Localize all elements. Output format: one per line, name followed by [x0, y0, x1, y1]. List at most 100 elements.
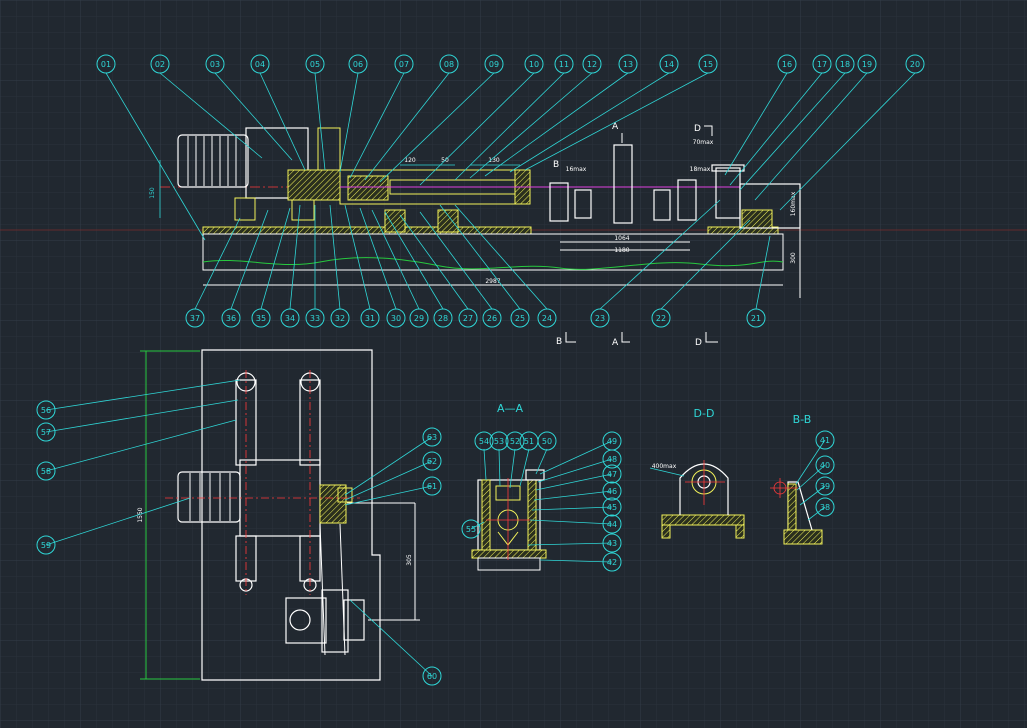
plan-lower-pulley: [285, 589, 365, 653]
balloon-label: 34: [285, 314, 295, 323]
fixture-1: [549, 182, 569, 222]
leader-line: [754, 72, 868, 201]
balloon-16: 16: [777, 54, 797, 74]
balloon-40: 40: [815, 455, 835, 475]
balloon-43: 43: [602, 533, 622, 553]
leader-line: [105, 72, 206, 241]
balloon-62: 62: [422, 451, 442, 471]
leader-line: [509, 72, 670, 173]
dim-1180: 1180: [614, 247, 629, 254]
balloon-29: 29: [409, 308, 429, 328]
balloon-03: 03: [205, 54, 225, 74]
balloon-34: 34: [280, 308, 300, 328]
balloon-label: 03: [210, 60, 220, 69]
balloon-38: 38: [815, 497, 835, 517]
view-title-d-d: D-D: [694, 407, 715, 420]
balloon-label: 02: [155, 60, 165, 69]
plan-pulley: [319, 484, 347, 524]
bottom-leaders: [194, 199, 771, 310]
plan-column-left: [235, 379, 257, 466]
balloon-label: 32: [335, 314, 345, 323]
leader-line: [539, 559, 613, 563]
section-mark-a-bottom: A: [612, 338, 619, 348]
balloon-label: 56: [41, 406, 51, 415]
balloon-53: 53: [489, 431, 509, 451]
leader-line: [483, 448, 487, 481]
leader-line: [230, 209, 269, 310]
balloon-label: 33: [310, 314, 320, 323]
leader-line: [339, 72, 359, 173]
leader-line: [329, 204, 341, 310]
section-d-d-view: D-D 400max: [649, 407, 745, 539]
leader-line: [469, 72, 593, 179]
balloon-label: 39: [820, 482, 830, 491]
balloon-06: 06: [348, 54, 368, 74]
leader-line: [470, 521, 485, 530]
balloon-label: 23: [595, 314, 605, 323]
balloon-label: 37: [190, 314, 200, 323]
balloon-31: 31: [360, 308, 380, 328]
leader-line: [660, 219, 751, 310]
leader-line: [527, 542, 613, 546]
balloon-52: 52: [505, 431, 525, 451]
balloon-label: 40: [820, 461, 830, 470]
dim-16max: 16max: [566, 166, 587, 173]
balloon-label: 14: [664, 60, 674, 69]
leader-line: [799, 485, 826, 506]
balloon-55: 55: [461, 519, 481, 539]
balloon-label: 13: [623, 60, 633, 69]
balloon-26: 26: [482, 308, 502, 328]
leader-line: [533, 490, 613, 501]
motor-foot-left: [234, 197, 256, 221]
balloon-label: 04: [255, 60, 265, 69]
balloon-13: 13: [618, 54, 638, 74]
leader-line: [524, 72, 709, 171]
balloon-56: 56: [36, 400, 56, 420]
balloon-12: 12: [582, 54, 602, 74]
balloon-33: 33: [305, 308, 325, 328]
leader-line: [796, 464, 826, 491]
dim-70max: 70max: [693, 139, 714, 146]
balloon-label: 63: [427, 433, 437, 442]
balloon-58: 58: [36, 461, 56, 481]
balloon-17: 17: [812, 54, 832, 74]
aa-leaders: [470, 440, 613, 563]
leader-line: [194, 217, 241, 310]
dim-305: 305: [406, 554, 413, 566]
balloon-36: 36: [221, 308, 241, 328]
balloon-label: 10: [529, 60, 539, 69]
balloon-04: 04: [250, 54, 270, 74]
section-mark-a-top: A: [612, 122, 619, 132]
dim-1064: 1064: [614, 235, 629, 242]
balloon-15: 15: [698, 54, 718, 74]
motor-body: [177, 134, 249, 188]
plan-frame: [201, 349, 381, 681]
balloon-label: 60: [427, 672, 437, 681]
balloon-label: 22: [656, 314, 666, 323]
dim-160max: 160max: [790, 191, 797, 216]
balloon-23: 23: [590, 308, 610, 328]
balloon-label: 16: [782, 60, 792, 69]
leader-line: [364, 72, 450, 181]
leader-line: [531, 506, 613, 511]
leader-line: [807, 506, 826, 521]
section-mark-b-bottom: B: [556, 337, 562, 347]
dim-300: 300: [790, 252, 797, 264]
leader-line: [289, 204, 301, 310]
fixture-4: [677, 179, 697, 221]
balloon-47: 47: [602, 464, 622, 484]
tailstock-base: [741, 209, 773, 229]
leader-line: [349, 72, 405, 179]
balloon-label: 24: [542, 314, 552, 323]
balloon-label: 45: [607, 503, 617, 512]
balloon-54: 54: [474, 431, 494, 451]
foundation-line: [202, 257, 784, 270]
plan-leaders: [45, 379, 433, 677]
leader-line: [371, 209, 420, 310]
balloon-24: 24: [537, 308, 557, 328]
balloon-label: 47: [607, 470, 617, 479]
section-mark-d-top: D: [694, 124, 701, 134]
leader-line: [419, 211, 493, 310]
fixture-2: [574, 189, 592, 219]
balloon-label: 49: [607, 437, 617, 446]
